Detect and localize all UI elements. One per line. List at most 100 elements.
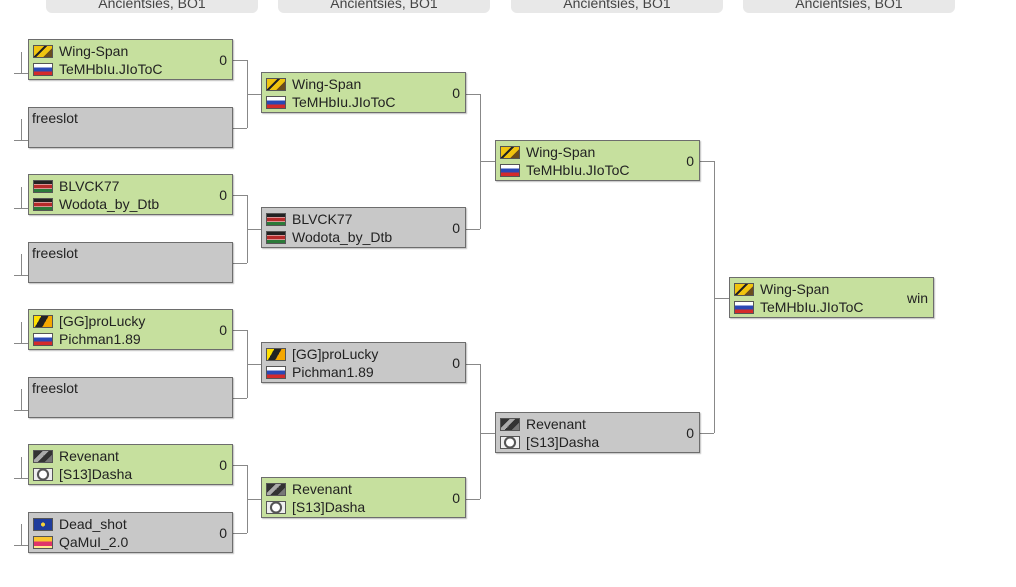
match-r2-4[interactable]: Revenant [S13]Dasha 0 [261,477,466,518]
connector-line [14,545,28,546]
russia-flag-icon [500,164,520,177]
connector-line [21,524,22,545]
team-emblem-icon [500,146,520,159]
connector-line [233,398,247,399]
team-emblem-icon [734,283,754,296]
player-slot[interactable]: Revenant [500,415,586,433]
team-emblem-icon [266,78,286,91]
team-emblem-icon [33,468,53,481]
player-name: [S13]Dasha [292,499,366,515]
connector-line [233,60,247,61]
team-emblem-icon [266,348,286,361]
connector-line [714,298,730,299]
player-slot[interactable]: TeMHbIu.JIoToC [734,298,863,316]
connector-line [700,161,714,162]
kenya-flag-icon [33,180,53,193]
player-name: [S13]Dasha [59,466,133,482]
player-name: Pichman1.89 [292,364,374,380]
match-r1-8[interactable]: Dead_shot QaMuI_2.0 0 [28,512,233,553]
match-r2-3[interactable]: [GG]proLucky Pichman1.89 0 [261,342,466,383]
player-slot[interactable]: [S13]Dasha [266,498,365,516]
connector-line [480,364,481,499]
match-score: 0 [452,490,460,506]
russia-flag-icon [266,96,286,109]
player-slot[interactable]: Wing-Span [500,143,595,161]
connector-line [247,94,262,95]
match-r2-2[interactable]: BLVCK77 Wodota_by_Dtb 0 [261,207,466,248]
connector-line [700,433,714,434]
player-slot[interactable]: TeMHbIu.JIoToC [266,93,395,111]
player-name: Dead_shot [59,516,127,532]
connector-line [233,330,247,331]
winner-label: win [906,290,928,306]
player-slot[interactable]: [S13]Dasha [500,433,599,451]
connector-line [14,73,28,74]
player-slot[interactable]: BLVCK77 [266,210,352,228]
eu-flag-icon [33,518,53,531]
match-r1-7[interactable]: Revenant [S13]Dasha 0 [28,444,233,485]
player-slot[interactable]: [GG]proLucky [33,312,145,330]
player-slot[interactable]: [S13]Dasha [33,465,132,483]
player-slot[interactable]: Wing-Span [266,75,361,93]
player-slot[interactable]: Wing-Span [33,42,128,60]
player-slot[interactable]: BLVCK77 [33,177,119,195]
player-name: Wing-Span [292,76,362,92]
match-r3-1[interactable]: Wing-Span TeMHbIu.JIoToC 0 [495,140,700,181]
player-slot[interactable]: [GG]proLucky [266,345,378,363]
match-score: 0 [219,457,227,473]
player-name: BLVCK77 [292,211,353,227]
player-slot[interactable]: TeMHbIu.JIoToC [33,60,162,78]
match-final[interactable]: Wing-Span TeMHbIu.JIoToC win [729,277,934,318]
connector-line [466,499,480,500]
match-score: 0 [452,355,460,371]
connector-line [21,254,22,275]
free-slot[interactable]: freeslot [32,110,78,126]
connector-line [21,187,22,208]
player-slot[interactable]: Pichman1.89 [266,363,374,381]
player-name: [S13]Dasha [526,434,600,450]
team-emblem-icon [500,436,520,449]
connector-line [14,410,28,411]
match-r1-3[interactable]: BLVCK77 Wodota_by_Dtb 0 [28,174,233,215]
match-r3-2[interactable]: Revenant [S13]Dasha 0 [495,412,700,453]
russia-flag-icon [734,301,754,314]
player-slot[interactable]: Wodota_by_Dtb [33,195,159,213]
connector-line [21,119,22,140]
kenya-flag-icon [33,198,53,211]
player-slot[interactable]: Pichman1.89 [33,330,141,348]
russia-flag-icon [33,63,53,76]
player-slot[interactable]: TeMHbIu.JIoToC [500,161,629,179]
match-r1-1[interactable]: Wing-Span TeMHbIu.JIoToC 0 [28,39,233,80]
connector-line [21,52,22,73]
player-name: Revenant [292,481,352,497]
player-slot[interactable]: Dead_shot [33,515,127,533]
connector-line [21,389,22,410]
player-slot[interactable]: QaMuI_2.0 [33,533,128,551]
connector-line [14,478,28,479]
player-slot[interactable]: Wing-Span [734,280,829,298]
connector-line [14,275,28,276]
team-emblem-icon [33,315,53,328]
match-score: 0 [452,220,460,236]
team-emblem-icon [33,536,53,549]
team-emblem-icon [500,418,520,431]
match-score: 0 [219,187,227,203]
player-name: [GG]proLucky [59,313,146,329]
connector-line [233,128,247,129]
free-slot[interactable]: freeslot [32,380,78,396]
match-r1-4[interactable]: freeslot [28,242,233,283]
match-r2-1[interactable]: Wing-Span TeMHbIu.JIoToC 0 [261,72,466,113]
player-slot[interactable]: Revenant [266,480,352,498]
match-r1-2[interactable]: freeslot [28,107,233,148]
free-slot[interactable]: freeslot [32,245,78,261]
match-score: 0 [452,85,460,101]
player-slot[interactable]: Wodota_by_Dtb [266,228,392,246]
match-r1-6[interactable]: freeslot [28,377,233,418]
connector-line [466,364,480,365]
connector-line [233,195,247,196]
connector-line [233,533,247,534]
connector-line [466,229,480,230]
player-slot[interactable]: Revenant [33,447,119,465]
match-r1-5[interactable]: [GG]proLucky Pichman1.89 0 [28,309,233,350]
player-name: Wing-Span [526,144,596,160]
